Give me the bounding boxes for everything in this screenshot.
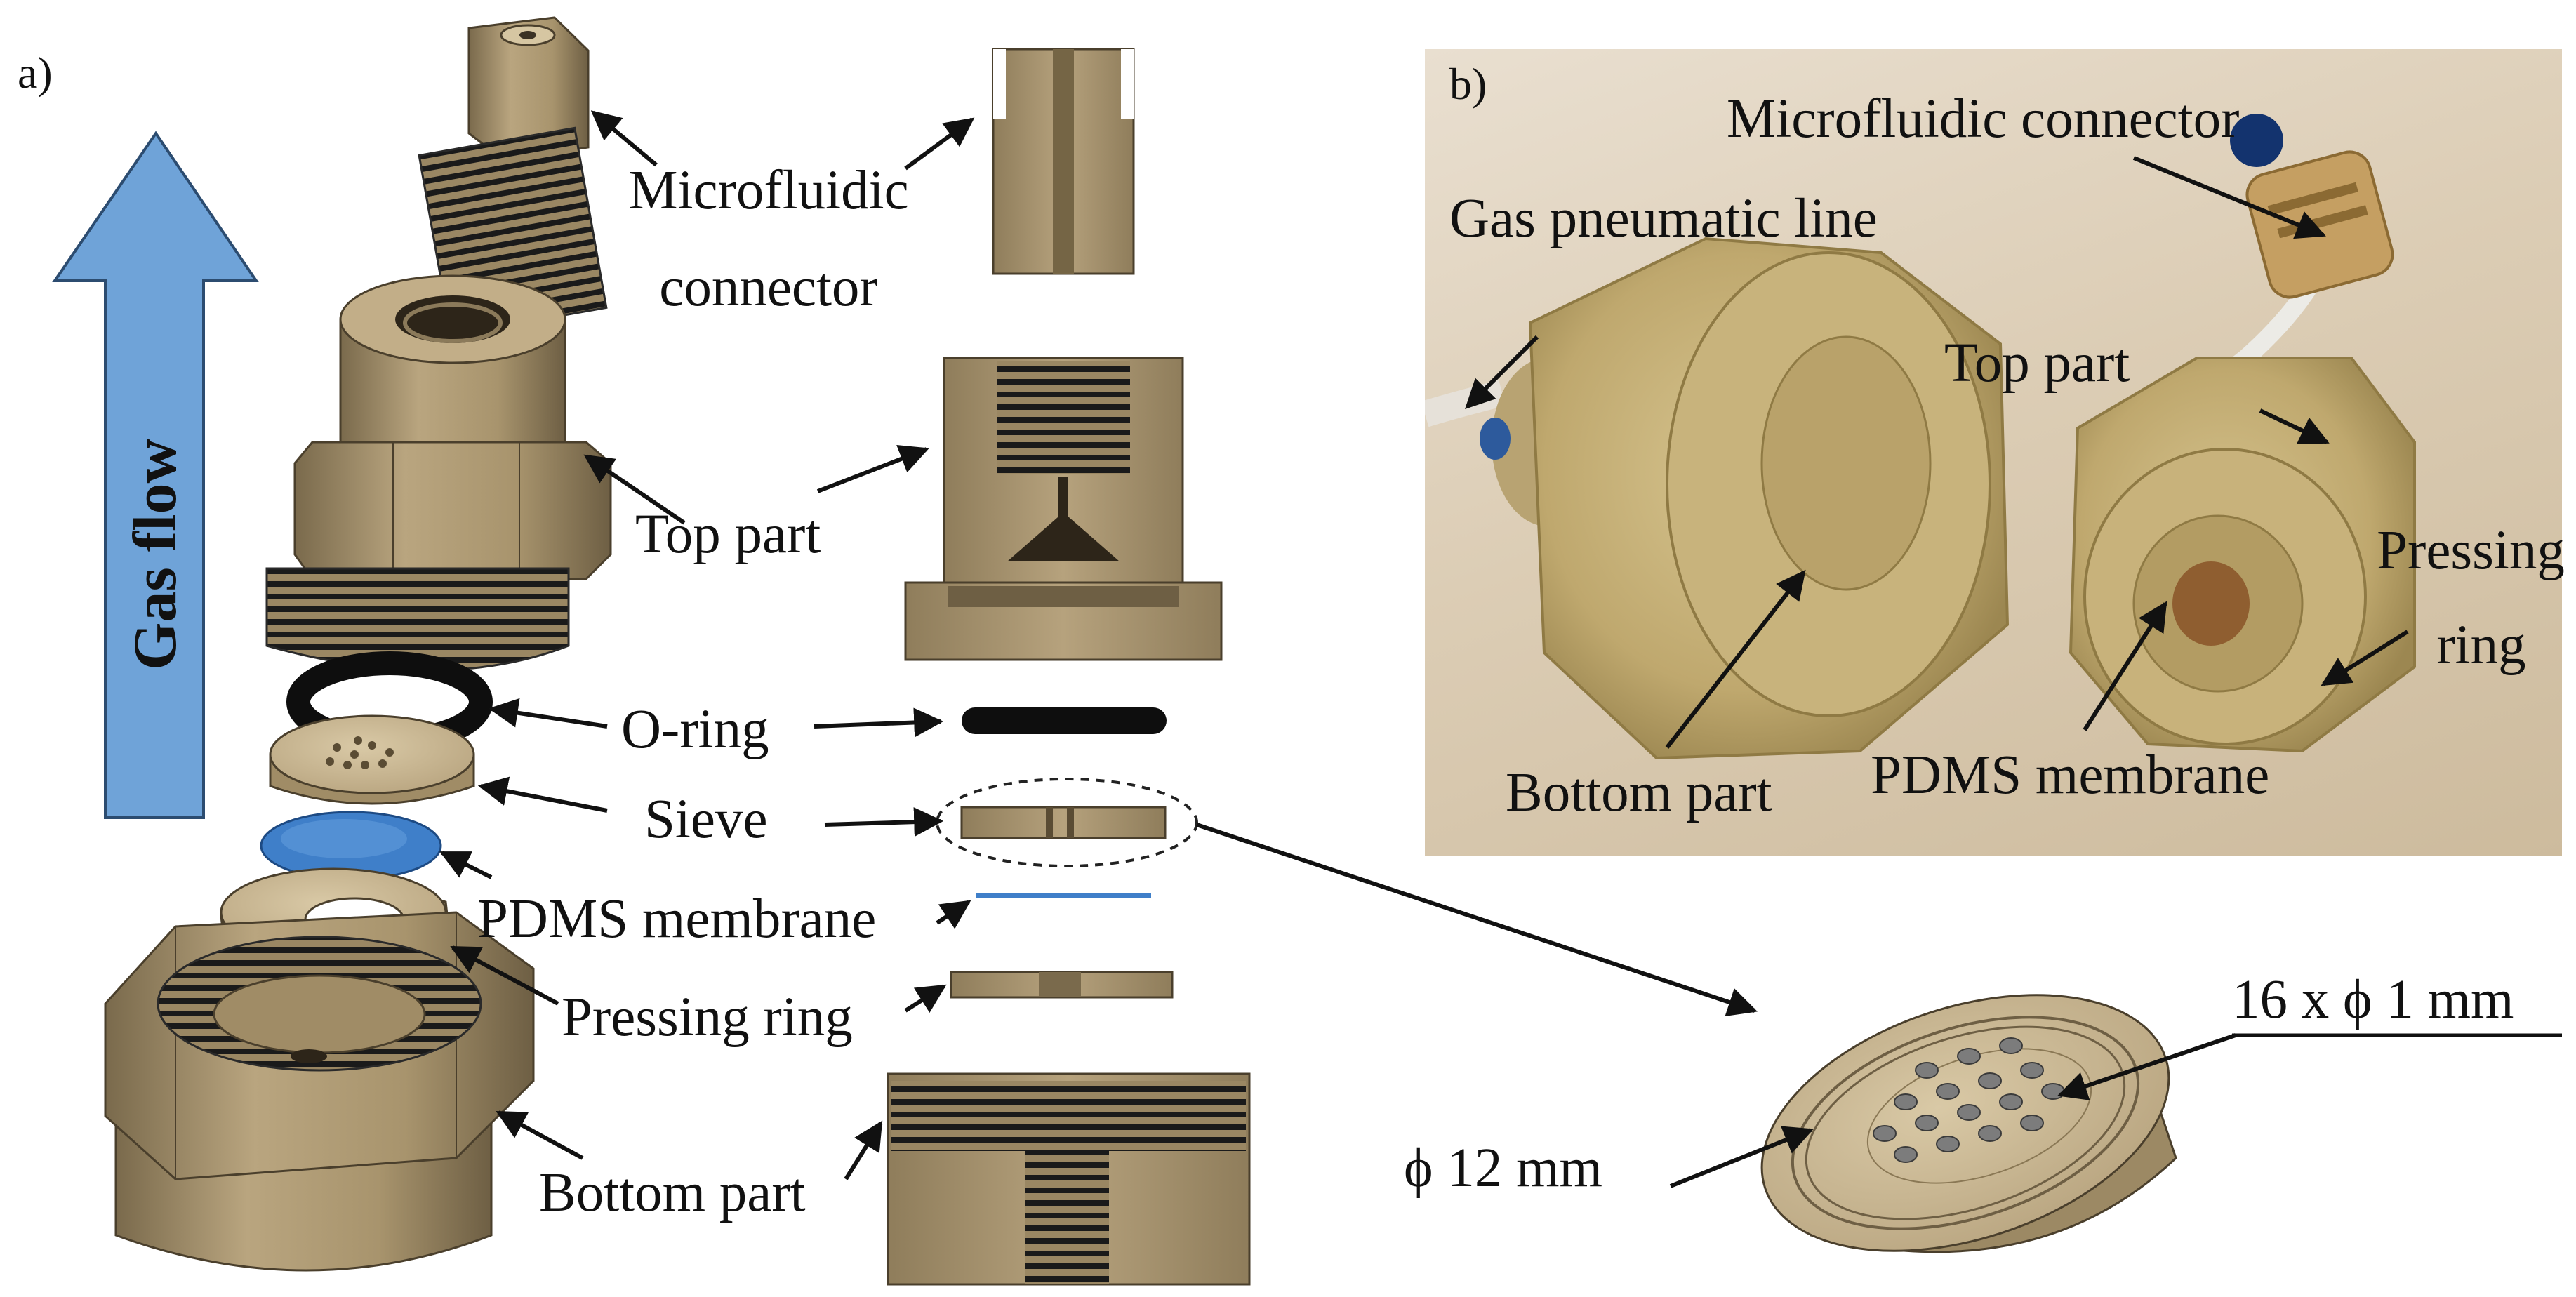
- microfluidic-label-line1: Microfluidic: [628, 160, 909, 221]
- gas-flow-label: Gas flow: [121, 439, 190, 670]
- photo-microfluidic-connector-label: Microfluidic connector: [1727, 88, 2240, 149]
- gas-flow-arrow-body: [52, 131, 259, 819]
- top-part-3d: [265, 274, 612, 672]
- sieve-3d: [269, 714, 475, 805]
- photo-gas-line-label: Gas pneumatic line: [1449, 188, 1878, 249]
- photo-pressing-ring-line1: Pressing: [2377, 520, 2565, 581]
- pressing-ring-label: Pressing ring: [562, 987, 853, 1048]
- pdms-membrane-label: PDMS membrane: [477, 889, 877, 950]
- bottom-part-label: Bottom part: [539, 1162, 806, 1223]
- microfluidic-connector-section: [992, 48, 1135, 275]
- sieve-label: Sieve: [644, 789, 768, 850]
- photo-pdms-membrane-label: PDMS membrane: [1871, 745, 2270, 806]
- sieve-detail: [1669, 994, 2562, 1253]
- top-part-section: [904, 357, 1223, 661]
- panel-a-label: a): [18, 48, 53, 98]
- photo-top-part: [2069, 357, 2416, 753]
- pdms-membrane-section: [976, 893, 1151, 898]
- sieve-section: [936, 778, 1198, 867]
- panel-a-cross-sections: [887, 48, 1251, 1286]
- top-part-label: Top part: [635, 504, 821, 565]
- panel-b-label: b): [1449, 59, 1487, 109]
- panel-a-exploded-view: [52, 16, 612, 1272]
- diameter-spec-label: ϕ 12 mm: [1404, 1138, 1602, 1199]
- pdms-membrane-3d: [260, 811, 442, 881]
- o-ring-label: O-ring: [621, 699, 769, 760]
- photo-arrows: [1465, 156, 2409, 749]
- bottom-part-3d: [104, 911, 535, 1272]
- photo-panel-b: [1425, 49, 2562, 856]
- photo-pressing-ring-line2: ring: [2436, 615, 2526, 676]
- o-ring-section: [962, 707, 1167, 734]
- holes-spec-label: 16 x ϕ 1 mm: [2232, 969, 2514, 1030]
- photo-top-part-label: Top part: [1944, 333, 2130, 394]
- panel-a-arrows: [439, 110, 1758, 1180]
- microfluidic-label-line2: connector: [659, 257, 878, 318]
- bottom-part-section: [887, 1072, 1251, 1286]
- pressing-ring-section: [950, 971, 1174, 999]
- photo-bottom-part-label: Bottom part: [1506, 762, 1772, 823]
- photo-bottom-part: [1480, 237, 2010, 760]
- photo-drawing: [1425, 114, 2416, 760]
